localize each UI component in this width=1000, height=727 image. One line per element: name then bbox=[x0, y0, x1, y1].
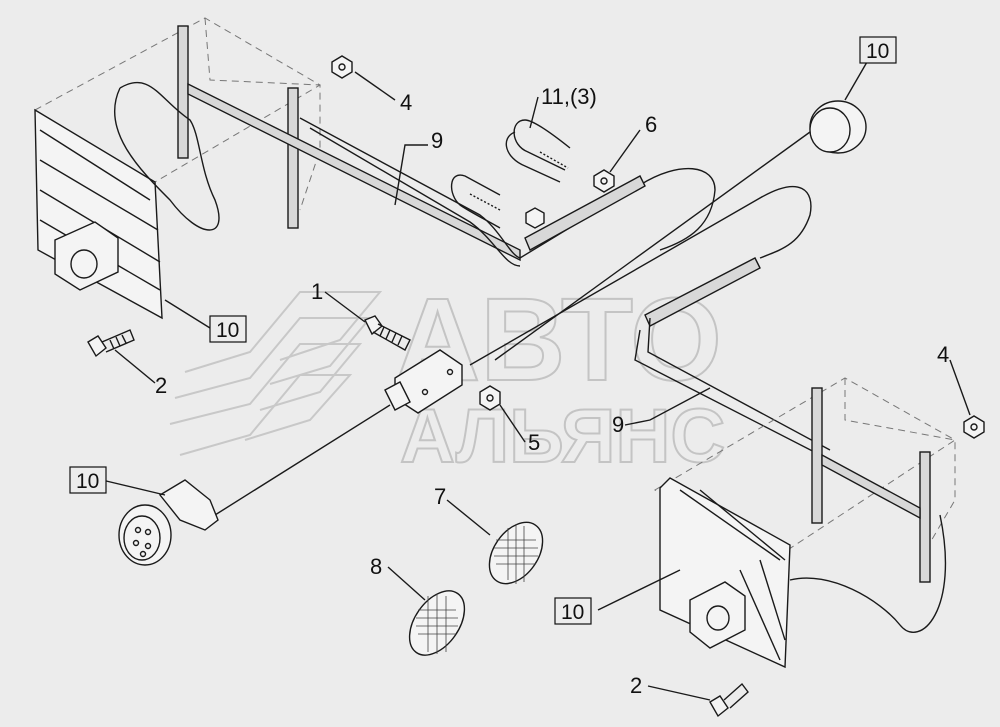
upper-wire-harness bbox=[299, 117, 716, 267]
right-lamp-hatch bbox=[679, 489, 786, 661]
left-bracket-post-b bbox=[287, 87, 299, 229]
callout-1: 1 bbox=[311, 279, 323, 304]
u-bolt-lower bbox=[450, 174, 501, 229]
callout-7: 7 bbox=[434, 484, 446, 509]
callout-10-socket: 10 bbox=[69, 466, 107, 494]
callout-5: 5 bbox=[528, 430, 540, 455]
leader-10-upper-right bbox=[844, 61, 868, 101]
callout-2-right: 2 bbox=[630, 673, 642, 698]
leader-1 bbox=[324, 291, 366, 323]
reflector-7 bbox=[488, 521, 544, 585]
u-bolt-upper bbox=[505, 119, 571, 183]
callout-8: 8 bbox=[370, 554, 382, 579]
bolt-2-left bbox=[87, 329, 135, 358]
left-lamp-lens bbox=[70, 249, 98, 279]
callout-2-left: 2 bbox=[155, 373, 167, 398]
callout-4-right: 4 bbox=[937, 342, 949, 367]
bolt-2-right bbox=[709, 682, 749, 718]
svg-text:10: 10 bbox=[76, 470, 99, 493]
reflector-8 bbox=[408, 590, 466, 656]
nut-6 bbox=[593, 169, 615, 193]
watermark-line2: АЛЬЯНС bbox=[400, 394, 725, 479]
callout-11: 11,(3) bbox=[541, 84, 597, 109]
callout-10-lower-right: 10 bbox=[554, 597, 592, 625]
leader-10-lower-right bbox=[597, 569, 681, 611]
watermark-stripes bbox=[169, 291, 383, 456]
watermark-logo: АВТО АЛЬЯНС bbox=[169, 273, 726, 480]
svg-text:10: 10 bbox=[216, 319, 239, 342]
svg-text:10: 10 bbox=[866, 40, 889, 63]
callout-4-upper: 4 bbox=[400, 90, 412, 115]
right-lamp-dash-box-side bbox=[844, 378, 956, 561]
right-bracket-post-b bbox=[919, 451, 931, 583]
leader-10-left bbox=[164, 299, 211, 329]
leader-5 bbox=[499, 404, 526, 443]
leader-9-upper bbox=[394, 144, 428, 206]
left-lamp-dash-box-side bbox=[204, 17, 321, 211]
leader-4-right bbox=[949, 359, 971, 416]
left-lamp-cable bbox=[114, 81, 220, 231]
leader-6 bbox=[609, 129, 641, 173]
nut-u-bolt bbox=[525, 207, 545, 229]
callout-9-upper: 9 bbox=[431, 128, 443, 153]
right-lamp-lens bbox=[706, 605, 730, 631]
harness-9-upper bbox=[299, 117, 716, 259]
callout-10-left: 10 bbox=[209, 315, 247, 343]
leader-7 bbox=[446, 499, 491, 536]
left-bracket-post-a bbox=[177, 25, 189, 159]
leader-10-socket bbox=[101, 479, 166, 496]
nut-5 bbox=[479, 385, 501, 411]
rear-lamp-cable bbox=[494, 131, 811, 361]
callout-6: 6 bbox=[645, 112, 657, 137]
leader-4-upper bbox=[354, 71, 396, 101]
leader-11 bbox=[529, 96, 539, 129]
right-bracket-post-a bbox=[811, 387, 823, 524]
leader-8 bbox=[387, 566, 426, 601]
left-lamp-plate bbox=[34, 108, 163, 320]
trailer-socket bbox=[118, 404, 391, 566]
leader-lines bbox=[101, 61, 971, 701]
callout-9-lower: 9 bbox=[612, 412, 624, 437]
left-bracket-bar bbox=[187, 82, 521, 262]
bolt-1 bbox=[364, 315, 411, 351]
rear-lamp-round bbox=[494, 100, 867, 361]
right-lamp-cable bbox=[789, 514, 947, 633]
nut-4-upper bbox=[331, 55, 353, 79]
svg-text:10: 10 bbox=[561, 601, 584, 624]
callout-10-upper-right: 10 bbox=[859, 36, 897, 64]
right-bracket-bar bbox=[821, 453, 921, 520]
left-lamp-assembly bbox=[33, 17, 521, 320]
leader-2-left bbox=[114, 349, 156, 384]
lower-wire-harness bbox=[469, 186, 831, 461]
harness-9-upper-inner bbox=[309, 127, 521, 267]
nut-4-right bbox=[963, 415, 985, 439]
lower-harness-clamp bbox=[644, 257, 761, 327]
upper-harness-clamp bbox=[524, 175, 646, 251]
leader-2-right bbox=[647, 685, 711, 701]
leader-9-lower bbox=[624, 387, 711, 426]
right-lamp-assembly bbox=[653, 377, 956, 669]
junction-box bbox=[384, 349, 463, 414]
